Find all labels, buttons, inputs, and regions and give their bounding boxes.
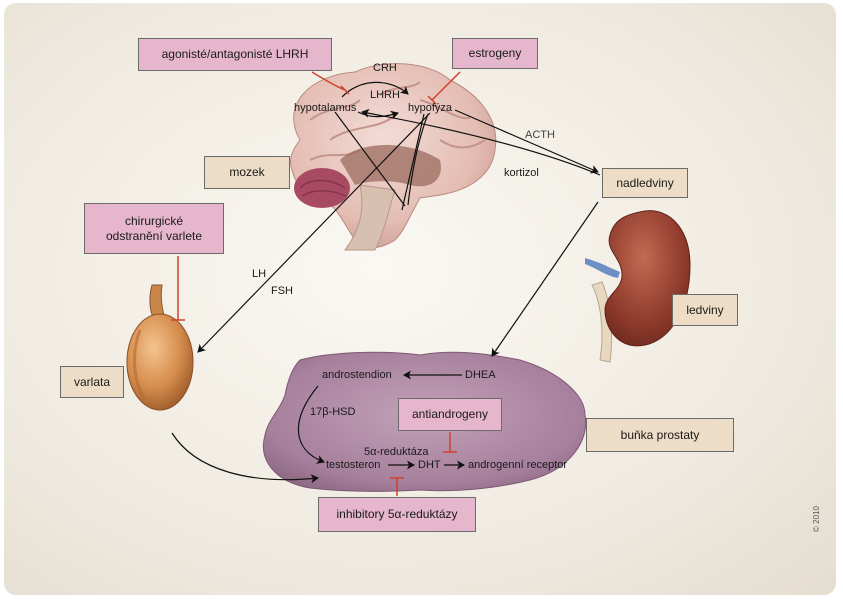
lh-label: LH [252, 268, 267, 280]
5ar-inhibitors-box: inhibitory 5α-reduktázy [318, 497, 476, 532]
brain-box: mozek [204, 156, 290, 189]
lhrh-label: LHRH [370, 89, 400, 101]
inhibition-lines [171, 71, 461, 496]
brain-illustration [289, 63, 497, 251]
testes-box: varlata [60, 366, 124, 398]
adrenal-box: nadledviny [602, 168, 688, 198]
cortisol-label: kortizol [504, 167, 539, 179]
hypothalamus-label: hypotalamus [294, 102, 357, 114]
arrows [171, 81, 601, 484]
acth-label: ACTH [525, 129, 555, 141]
testosterone-label: testosteron [326, 459, 381, 471]
17b-hsd-label: 17β-HSD [310, 406, 356, 418]
copyright: © 2010 [812, 506, 821, 532]
testis-illustration [126, 284, 194, 411]
prostate-cell-box: buňka prostaty [586, 418, 734, 452]
dht-label: DHT [418, 459, 441, 471]
estrogens-box: estrogeny [452, 38, 538, 69]
androgen-receptor-label: androgenní receptor [468, 459, 568, 471]
lhrh-agonists-box: agonisté/antagonisté LHRH [138, 38, 332, 71]
antiandrogens-box: antiandrogeny [398, 398, 502, 431]
5a-reductase-label: 5α-reduktáza [364, 446, 429, 458]
kidney-illustration [585, 210, 691, 363]
dhea-label: DHEA [465, 369, 496, 381]
kidneys-box: ledviny [672, 294, 738, 326]
pituitary-label: hypofýza [408, 102, 453, 114]
androstenedione-label: androstendion [322, 369, 392, 381]
crh-label: CRH [373, 62, 397, 74]
orchiectomy-box: chirurgické odstranění varlete [84, 203, 224, 254]
fsh-label: FSH [271, 285, 293, 297]
